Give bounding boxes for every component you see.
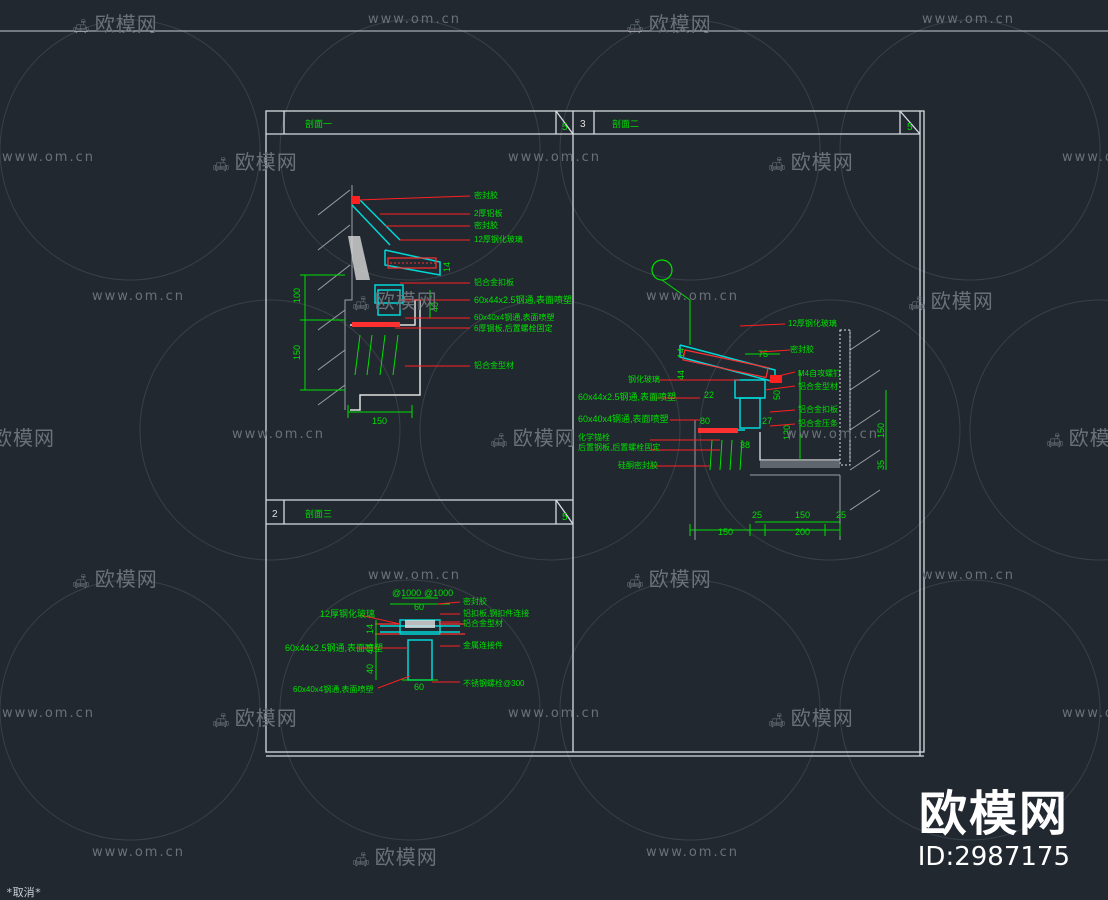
d2-dim-25b: 25 <box>836 510 846 520</box>
d2-dim-75: 75 <box>758 349 768 359</box>
brand-id: ID:2987175 <box>917 842 1070 872</box>
d3-label-2: 60x40x4钢通,表面喷塑 <box>293 684 373 694</box>
d3-label-5: 铝合金型材 <box>463 618 503 628</box>
d1-label-0: 密封胶 <box>474 190 498 200</box>
d2-label-10: 后置钢板,后置螺栓固定 <box>578 442 660 452</box>
d1-dim-100: 100 <box>292 288 302 303</box>
d2-label-5: 铝合金压条 <box>798 418 838 428</box>
d2-label-7: 60x44x2.5钢通,表面喷塑 <box>578 391 676 402</box>
d2-dim-27: 27 <box>762 416 772 426</box>
d2-dim-200: 200 <box>795 527 810 537</box>
d2-label-6: 钢化玻璃 <box>628 374 660 384</box>
d3-label-6: 金属连接件 <box>463 640 503 650</box>
d1-label-7: 6厚钢板,后置螺栓固定 <box>474 323 553 333</box>
detail-3-section: @1000 @1000 60 14 44 40 60 12厚钢化玻璃 60x44… <box>285 588 529 694</box>
d2-dim-150r: 150 <box>876 423 886 438</box>
d2-dim-14: 14 <box>676 348 686 358</box>
panel1-title: 剖面一 <box>305 118 332 129</box>
brand-name: 欧模网 <box>918 786 1069 842</box>
panel3-num: 2 <box>272 509 278 520</box>
d2-dim-150b: 150 <box>795 510 810 520</box>
d2-dim-22: 22 <box>704 390 714 400</box>
detail-2-section: 75 14 44 50 22 27 120 150 35 150 25 150 … <box>578 259 887 540</box>
d2-dim-120: 120 <box>782 425 792 440</box>
d1-label-1: 2厚铝板 <box>474 208 502 218</box>
d3-dim-14: 14 <box>365 624 375 634</box>
d2-label-1: 密封胶 <box>790 344 814 354</box>
detail-1-section: 100 150 150 40 14 密封胶 2厚铝板 密封胶 12厚钢化玻璃 铝… <box>292 185 572 426</box>
detail1-steel <box>350 299 421 411</box>
d1-label-5: 60x44x2.5钢通,表面喷塑 <box>474 294 572 305</box>
d3-dim-44: 44 <box>365 644 375 654</box>
d2-label-0: 12厚钢化玻璃 <box>788 318 837 328</box>
d3-label-7: 不锈钢螺栓@300 <box>463 678 525 688</box>
d2-dim-44: 44 <box>676 370 686 380</box>
d2-dim-25a: 25 <box>752 510 762 520</box>
d1-dim-150h: 150 <box>372 416 387 426</box>
d3-dim-40: 40 <box>365 664 375 674</box>
d2-label-2: M4自攻螺钉 <box>798 368 841 378</box>
command-line[interactable]: *取消* <box>6 886 42 899</box>
d3-label-3: 密封胶 <box>463 596 487 606</box>
panel3-title: 剖面三 <box>305 508 332 519</box>
d1-dim-40: 40 <box>430 302 440 312</box>
panel-titles: 剖面一 5 3 剖面二 5 2 剖面三 5 <box>272 118 913 523</box>
panel2-num: 3 <box>580 119 586 130</box>
d2-label-4: 铝合金扣板 <box>798 404 838 414</box>
d1-label-8: 铝合金型材 <box>474 360 514 370</box>
d3-label-4: 铝扣板,钢扣件连接 <box>463 608 529 618</box>
d3-dim-1000b: @1000 <box>424 588 453 598</box>
detail1-wall <box>317 185 353 410</box>
panel2-title: 剖面二 <box>612 118 639 129</box>
d2-label-9: 化学锚栓 <box>578 432 610 442</box>
d1-label-2: 密封胶 <box>474 220 498 230</box>
panel3-sheet: 5 <box>562 512 568 523</box>
d3-dim-60b: 60 <box>414 682 424 692</box>
d2-dim-150a: 150 <box>718 527 733 537</box>
d2-dim-38: 38 <box>740 440 750 450</box>
d2-dim-80: 80 <box>700 416 710 426</box>
d3-dim-60a: 60 <box>414 602 424 612</box>
d1-label-4: 铝合金扣板 <box>474 277 514 287</box>
d3-label-0: 12厚钢化玻璃 <box>320 608 375 619</box>
d3-dim-1000a: @1000 <box>392 588 421 598</box>
d2-label-11: 硅酮密封胶 <box>618 460 658 470</box>
d1-dim-150v: 150 <box>292 345 302 360</box>
d2-label-3: 铝合金型材 <box>798 381 838 391</box>
d1-label-6: 60x40x4钢通,表面喷塑 <box>474 312 554 322</box>
d2-label-8: 60x40x4钢通,表面喷塑 <box>578 413 669 424</box>
panel2-sheet: 5 <box>907 122 913 133</box>
d1-dim-14: 14 <box>442 262 452 272</box>
d3-label-1: 60x44x2.5钢通,表面喷塑 <box>285 642 383 653</box>
brand-watermark: 欧模网 ID:2987175 <box>918 786 1070 872</box>
background-arcs <box>0 19 1108 841</box>
d2-dim-50: 50 <box>772 390 782 400</box>
d2-dim-35: 35 <box>876 460 886 470</box>
panel1-sheet: 5 <box>562 122 568 133</box>
d1-label-3: 12厚钢化玻璃 <box>474 234 523 244</box>
sheet-frame <box>265 110 925 757</box>
